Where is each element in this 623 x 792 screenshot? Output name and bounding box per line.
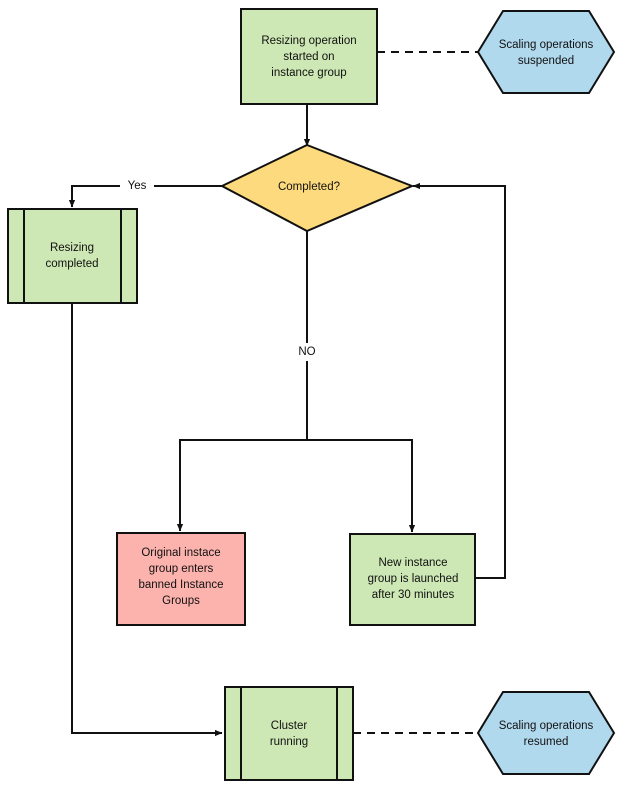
node-cluster-running-shape[interactable] [224, 686, 354, 781]
edge-no-branch-to-banned-instance-groups [176, 439, 307, 532]
node-cluster-running-line-2: running [270, 736, 308, 748]
node-banned-instance-groups-shape[interactable] [116, 532, 246, 626]
node-new-instance-group[interactable]: New instance group is launched after 30 … [349, 533, 476, 626]
node-resizing-completed[interactable]: Resizing completed [7, 208, 138, 304]
node-scaling-resumed-line-1: Scaling operations [499, 720, 594, 732]
node-scaling-suspended[interactable]: Scaling operations suspended [476, 10, 616, 94]
node-new-instance-group-line-1: New instance [378, 557, 447, 569]
node-resizing-completed-line-1: Resizing [50, 242, 94, 254]
edge-label-no: NO [291, 343, 323, 361]
edge-label-yes-text: Yes [128, 180, 147, 192]
edge-no-branch-to-new-instance-group [307, 439, 416, 533]
node-resizing-started-line-2: started on [283, 51, 334, 63]
edge-decision-yes-to-resizing-completed [68, 185, 222, 208]
node-completed-decision[interactable]: Completed? [219, 143, 415, 233]
node-cluster-running[interactable]: Cluster running [224, 686, 354, 781]
node-banned-instance-groups-line-4: Groups [162, 595, 200, 607]
node-banned-instance-groups[interactable]: Original instace group enters banned Ins… [116, 532, 246, 626]
node-banned-instance-groups-line-3: banned Instance [138, 579, 223, 591]
node-scaling-resumed-line-2: resumed [524, 736, 569, 748]
edge-resizing-completed-to-cluster-running [71, 304, 223, 737]
node-resizing-started-line-1: Resizing operation [261, 35, 356, 47]
node-resizing-completed-line-2: completed [45, 258, 98, 270]
node-new-instance-group-shape[interactable] [349, 533, 476, 626]
node-resizing-completed-shape[interactable] [7, 208, 138, 304]
node-new-instance-group-line-3: after 30 minutes [372, 589, 455, 601]
node-cluster-running-line-1: Cluster [271, 720, 308, 732]
node-banned-instance-groups-line-1: Original instace [141, 547, 220, 559]
node-resizing-started[interactable]: Resizing operation started on instance g… [240, 8, 378, 105]
node-resizing-started-shape[interactable] [240, 8, 378, 105]
node-scaling-suspended-line-1: Scaling operations [499, 39, 594, 51]
node-scaling-suspended-shape[interactable] [476, 10, 616, 94]
node-scaling-resumed-shape[interactable] [476, 691, 616, 775]
node-new-instance-group-line-2: group is launched [368, 573, 459, 585]
node-completed-decision-label: Completed? [278, 181, 340, 193]
node-scaling-resumed[interactable]: Scaling operations resumed [476, 691, 616, 775]
node-scaling-suspended-line-2: suspended [518, 55, 574, 67]
node-banned-instance-groups-line-2: group enters [149, 563, 214, 575]
node-resizing-started-line-3: instance group [271, 67, 346, 79]
node-completed-decision-shape[interactable] [219, 143, 415, 233]
edge-label-yes: Yes [120, 176, 154, 194]
edge-label-no-text: NO [298, 346, 315, 358]
edge-new-instance-group-retry-to-decision [412, 182, 506, 579]
